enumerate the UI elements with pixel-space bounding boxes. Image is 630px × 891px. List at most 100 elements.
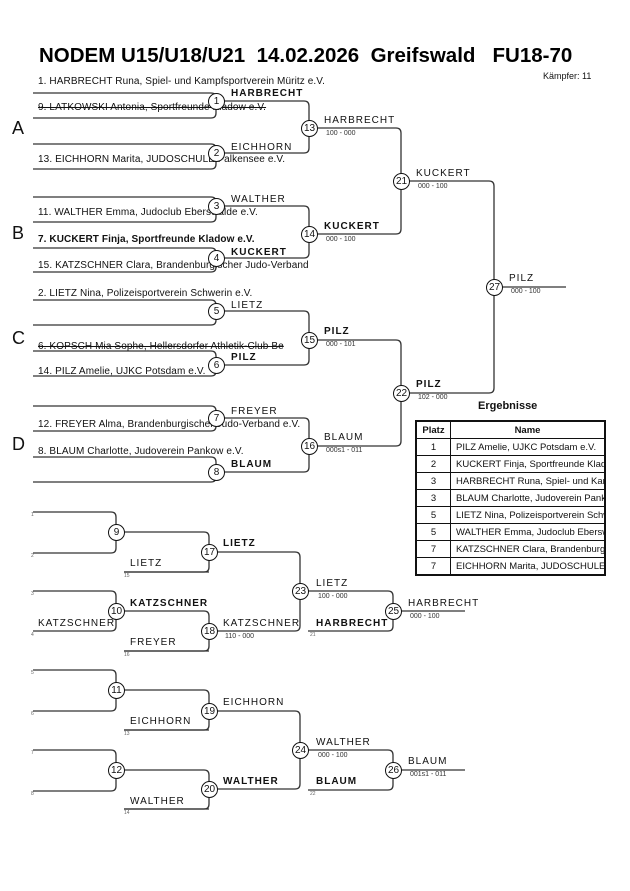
- slot-reference: 2: [31, 553, 34, 559]
- match-number-13: 13: [301, 120, 318, 137]
- match-score-16: 000s1 - 011: [326, 447, 363, 454]
- slot-reference: 4: [31, 632, 34, 638]
- match-number-16: 16: [301, 438, 318, 455]
- repechage-entry: HARBRECHT: [316, 618, 389, 629]
- match-number-6: 6: [208, 357, 225, 374]
- match-winner-25: HARBRECHT: [408, 598, 480, 609]
- competitor-entry: 15. KATZSCHNER Clara, Brandenburgischer …: [38, 260, 309, 271]
- match-winner-23: LIETZ: [316, 578, 349, 589]
- result-place: 5: [415, 506, 451, 524]
- match-number-7: 7: [208, 410, 225, 427]
- slot-reference: 1: [31, 512, 34, 518]
- column-header-place: Platz: [415, 420, 451, 439]
- match-winner-26: BLAUM: [408, 756, 448, 767]
- result-place: 7: [415, 540, 451, 558]
- slot-reference: 16: [124, 652, 130, 658]
- match-winner-21: KUCKERT: [416, 168, 471, 179]
- competitor-entry: 12. FREYER Alma, Brandenburgischer Judo-…: [38, 419, 301, 430]
- match-winner-10: KATZSCHNER: [130, 598, 209, 609]
- competitor-entry: 13. EICHHORN Marita, JUDOSCHULE Falkense…: [38, 154, 286, 165]
- result-name: WALTHER Emma, Judoclub Eberswalde e.V.: [450, 523, 606, 541]
- pool-label-d: D: [12, 434, 25, 454]
- pool-label-a: A: [12, 118, 25, 138]
- match-number-19: 19: [201, 703, 218, 720]
- match-number-15: 15: [301, 332, 318, 349]
- result-name: EICHHORN Marita, JUDOSCHULE Falkensee e.…: [450, 557, 606, 576]
- match-number-9: 9: [108, 524, 125, 541]
- repechage-entry: FREYER: [130, 637, 177, 648]
- result-name: PILZ Amelie, UJKC Potsdam e.V.: [450, 438, 606, 456]
- match-winner-22: PILZ: [416, 379, 442, 390]
- semi-bracket-21: [317, 127, 402, 235]
- match-number-25: 25: [385, 603, 402, 620]
- match-winner-18: KATZSCHNER: [223, 618, 301, 629]
- match-number-23: 23: [292, 583, 309, 600]
- match-score-27: 000 - 100: [511, 288, 541, 295]
- results-header-row: Platz Name: [415, 420, 606, 439]
- result-name: HARBRECHT Runa, Spiel- und Kampfsportver…: [450, 472, 606, 490]
- result-name: BLAUM Charlotte, Judoverein Pankow e.V.: [450, 489, 606, 507]
- match-number-21: 21: [393, 173, 410, 190]
- slot-reference: 5: [31, 670, 34, 676]
- result-name: KATZSCHNER Clara, Brandenburgischer Judo…: [450, 540, 606, 558]
- match-score-25: 000 - 100: [410, 613, 440, 620]
- match-number-12: 12: [108, 762, 125, 779]
- match-winner-20: WALTHER: [223, 776, 279, 787]
- match-score-21: 000 - 100: [418, 183, 448, 190]
- match-winner-27: PILZ: [509, 273, 535, 284]
- match-number-11: 11: [108, 682, 125, 699]
- slot-reference: 3: [31, 591, 34, 597]
- competitor-entry: 14. PILZ Amelie, UJKC Potsdam e.V.: [38, 366, 206, 377]
- slot-reference: 8: [31, 791, 34, 797]
- round1-bracket-8: [33, 456, 217, 483]
- match-winner-24: WALTHER: [316, 737, 371, 748]
- match-score-26: 001s1 - 011: [410, 771, 447, 778]
- semi-bracket-22: [317, 339, 402, 447]
- match-number-5: 5: [208, 303, 225, 320]
- match-winner-14: KUCKERT: [324, 221, 380, 232]
- result-place: 5: [415, 523, 451, 541]
- slot-reference: 15: [124, 573, 130, 579]
- match-score-14: 000 - 100: [326, 236, 356, 243]
- match-winner-17: LIETZ: [223, 538, 256, 549]
- repechage-entry: LIETZ: [130, 558, 163, 569]
- match-winner-19: EICHHORN: [223, 697, 285, 708]
- competitor-entry: 11. WALTHER Emma, Judoclub Eberswalde e.…: [38, 207, 258, 218]
- result-place: 7: [415, 557, 451, 576]
- repechage-bracket-12: [33, 749, 117, 792]
- competitor-entry: 8. BLAUM Charlotte, Judoverein Pankow e.…: [38, 446, 244, 457]
- match-score-24: 000 - 100: [318, 752, 348, 759]
- match-number-26: 26: [385, 762, 402, 779]
- slot-reference: 22: [310, 791, 316, 797]
- repechage-entry: WALTHER: [130, 796, 185, 807]
- pool-label-b: B: [12, 223, 25, 243]
- slot-reference: 21: [310, 632, 316, 638]
- competitor-entry: 9. LATKOWSKI Antonia, Sportfreunde Klado…: [38, 102, 267, 113]
- match-winner-2: EICHHORN: [231, 142, 293, 153]
- match-winner-16: BLAUM: [324, 432, 364, 443]
- result-place: 1: [415, 438, 451, 456]
- match-number-8: 8: [208, 464, 225, 481]
- result-name: KUCKERT Finja, Sportfreunde Kladow e.V.: [450, 455, 606, 473]
- match-number-27: 27: [486, 279, 503, 296]
- match-winner-4: KUCKERT: [231, 247, 287, 258]
- match-number-1: 1: [208, 93, 225, 110]
- repechage-bracket-11: [33, 669, 117, 712]
- match-number-18: 18: [201, 623, 218, 640]
- competitor-entry: 7. KUCKERT Finja, Sportfreunde Kladow e.…: [38, 234, 255, 245]
- result-place: 3: [415, 472, 451, 490]
- match-score-23: 100 - 000: [318, 593, 348, 600]
- match-winner-6: PILZ: [231, 352, 257, 363]
- match-number-3: 3: [208, 198, 225, 215]
- match-number-10: 10: [108, 603, 125, 620]
- final-bracket-27: [409, 180, 495, 394]
- match-score-13: 100 - 000: [326, 130, 356, 137]
- repechage-entry: KATZSCHNER: [38, 618, 116, 629]
